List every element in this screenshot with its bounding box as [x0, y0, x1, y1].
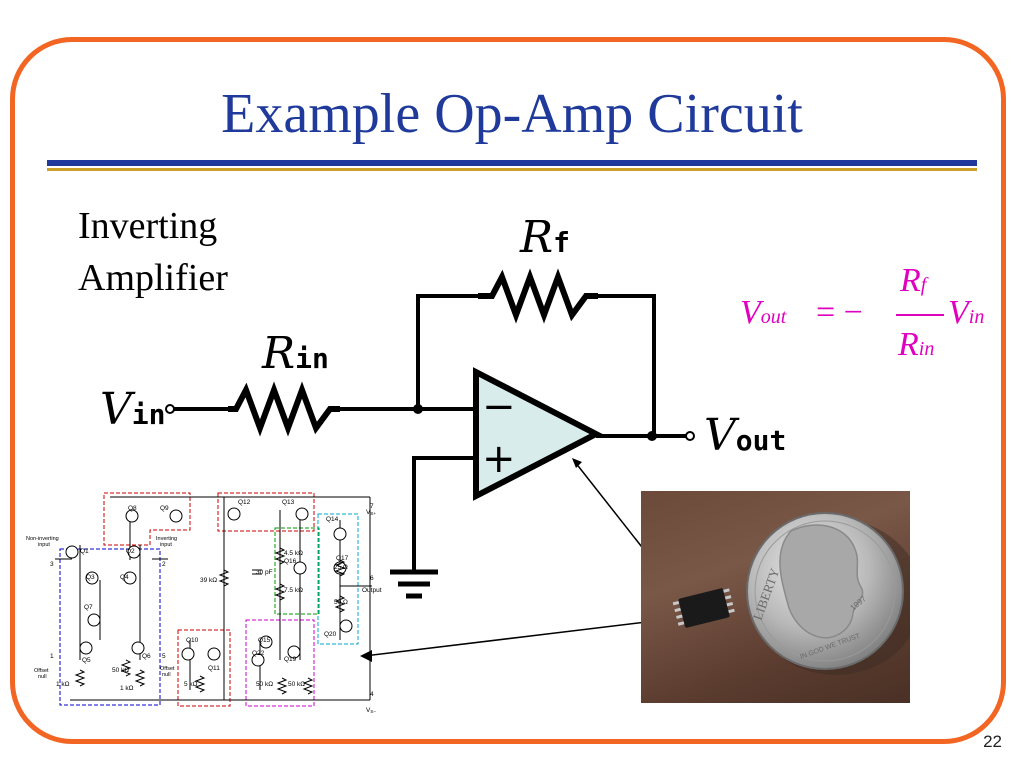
sch-q10: Q10 — [186, 637, 199, 644]
sch-offset-null-left-2: null — [38, 674, 47, 680]
sch-q3: Q3 — [86, 574, 95, 581]
sch-r50k-a: 50 kΩ — [112, 667, 129, 674]
equation-equals: = − — [816, 294, 863, 331]
arrow-to-schematic — [363, 617, 681, 657]
sch-r45k: 4.5 kΩ — [284, 550, 303, 557]
sch-q13: Q13 — [282, 499, 295, 506]
sch-q16: Q16 — [284, 558, 297, 565]
sch-r1k-a: 1 kΩ — [56, 681, 70, 688]
sch-q12: Q12 — [238, 499, 251, 506]
sch-inv-label: Inverting — [156, 536, 177, 542]
subtitle-line-1: Inverting — [78, 205, 218, 247]
sch-q2: Q2 — [126, 548, 135, 555]
vout-terminal — [685, 431, 695, 441]
equation-numerator: Rf — [900, 262, 927, 299]
sch-r75k: 7.5 kΩ — [284, 587, 303, 594]
roosevelt-profile — [779, 524, 864, 639]
equation-denominator: Rin — [898, 326, 935, 363]
sch-q9: Q9 — [160, 505, 169, 512]
junction-inverting — [413, 404, 423, 414]
sch-q14: Q14 — [326, 516, 339, 523]
sch-offset-null-right-2: null — [162, 672, 171, 678]
sch-r50k-b: 50 kΩ — [256, 681, 273, 688]
sch-q6: Q6 — [142, 653, 151, 660]
junction-output — [647, 431, 657, 441]
sch-inv-input: input — [160, 542, 172, 548]
vout-label: Vout — [704, 410, 787, 461]
sch-pin-6: 6 — [370, 575, 374, 582]
sch-q11: Q11 — [208, 665, 220, 672]
sch-pin-4: 4 — [370, 691, 374, 698]
sch-noninv-input: input — [38, 542, 50, 548]
equation-lhs: Vout — [740, 294, 787, 331]
sch-vs-minus: VS− — [366, 707, 376, 714]
title-rule-gold — [47, 168, 977, 171]
inverting-input-sign: − — [482, 384, 516, 430]
non-inverting-input-sign: + — [482, 436, 516, 482]
chip-and-dime-photo: LIBERTY IN GOD WE TRUST 1997 — [641, 491, 910, 703]
subtitle-line-2: Amplifier — [78, 257, 228, 299]
sch-q17: Q17 — [336, 555, 349, 562]
sch-pin-1: 1 — [50, 653, 54, 660]
sch-pin-3: 3 — [50, 561, 54, 568]
sch-offset-null-left-1: Offset — [34, 668, 49, 674]
op-amp-triangle — [473, 367, 603, 501]
sch-q7: Q7 — [84, 604, 93, 611]
sch-noninv-label: Non-inverting — [26, 536, 59, 542]
sch-q22: Q22 — [252, 650, 265, 657]
sch-q19: Q19 — [284, 656, 297, 663]
sch-q20: Q20 — [324, 631, 337, 638]
title-rule-blue — [47, 160, 977, 166]
slide-frame — [10, 37, 1006, 744]
sch-r50k-c: 50 kΩ — [288, 681, 305, 688]
sch-r50: 50 Ω — [334, 599, 348, 606]
photo-scene: LIBERTY IN GOD WE TRUST 1997 — [672, 512, 910, 675]
rin-label: Rin — [262, 328, 329, 379]
rf-label: Rf — [520, 212, 570, 263]
slide-title: Example Op-Amp Circuit — [221, 83, 803, 145]
sch-q1: Q1 — [80, 548, 89, 555]
sch-c30p: 30 pF — [256, 569, 273, 576]
equation-fraction-bar — [896, 314, 944, 316]
sch-offset-null-right-1: Offset — [160, 666, 175, 672]
equation-rhs: Vin — [948, 294, 985, 331]
slide-page-number: 22 — [983, 732, 1002, 751]
sch-q15: Q15 — [258, 637, 271, 644]
feedback-wire-right — [598, 294, 656, 436]
sch-vs-plus: VS+ — [366, 509, 376, 516]
ground-wire — [412, 456, 476, 572]
sch-r5k: 5 kΩ — [184, 681, 198, 688]
sch-r1k-b: 1 kΩ — [120, 685, 134, 692]
sch-pin-2: 2 — [162, 561, 166, 568]
sch-r39k: 39 kΩ — [200, 577, 217, 584]
vin-label: Vin — [100, 384, 166, 435]
rin-resistor — [228, 381, 340, 437]
sch-q8: Q8 — [128, 505, 137, 512]
sch-q4: Q4 — [120, 574, 129, 581]
sch-q5: Q5 — [82, 657, 91, 664]
sch-pin-7: 7 — [370, 503, 374, 510]
op-amp-chip — [672, 588, 735, 628]
sch-pin-5: 5 — [162, 653, 166, 660]
sch-r25: 25 Ω — [334, 564, 348, 571]
feedback-wire — [416, 294, 478, 410]
rf-resistor — [478, 268, 598, 324]
circuit-subtitle: Inverting Amplifier — [78, 200, 228, 304]
sch-output-label: Output — [362, 587, 382, 594]
